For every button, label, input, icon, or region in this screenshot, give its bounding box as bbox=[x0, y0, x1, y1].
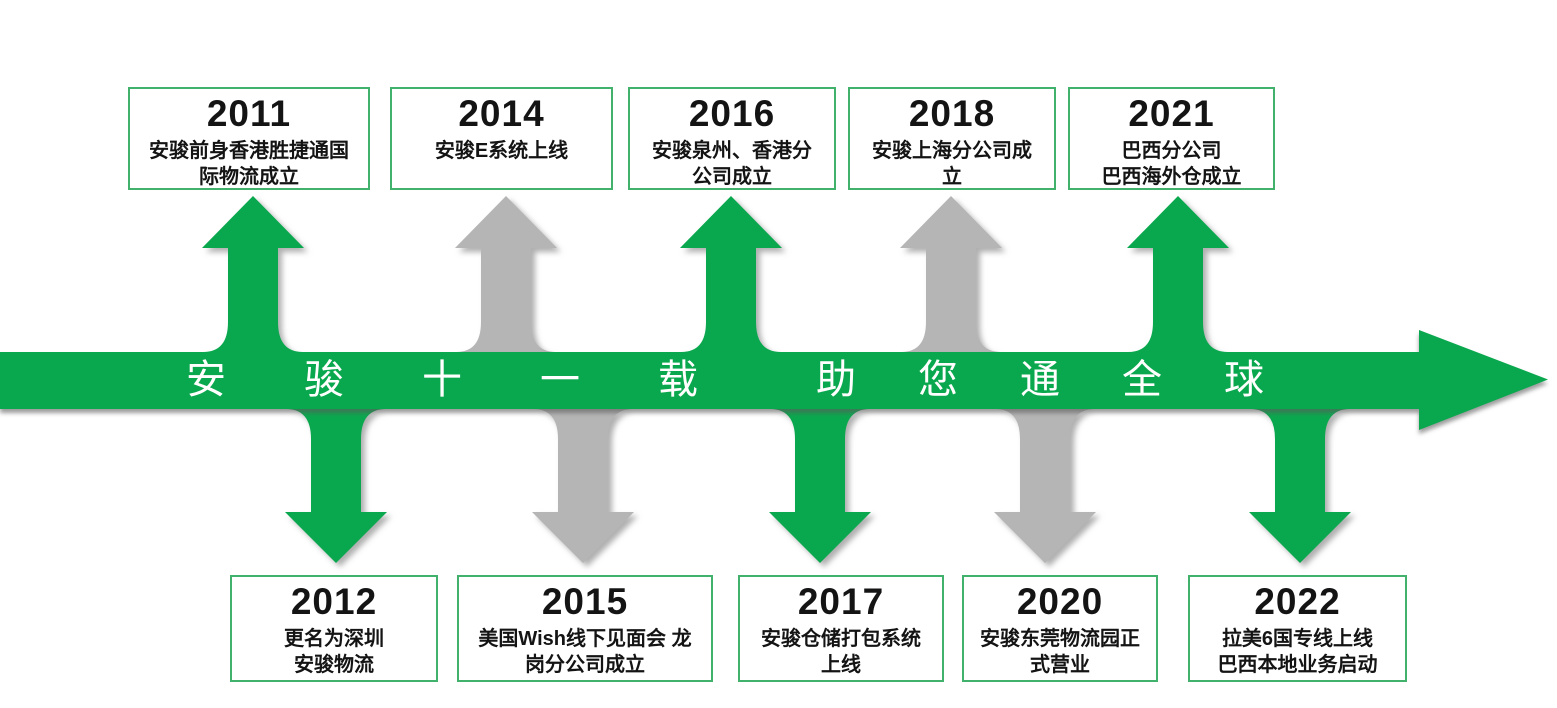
milestone-desc: 安骏上海分公司成 立 bbox=[872, 140, 1032, 188]
bent-arrow-up-2016 bbox=[680, 196, 782, 352]
milestone-year: 2015 bbox=[541, 581, 629, 622]
milestone-year: 2020 bbox=[1016, 581, 1104, 622]
milestone-desc: 巴西分公司 巴西海外仓成立 bbox=[1101, 140, 1242, 188]
bent-arrow-up-2011 bbox=[202, 196, 304, 352]
timeline-arrow-band bbox=[0, 330, 1548, 430]
milestone-desc: 安骏仓储打包系统 上线 bbox=[761, 628, 921, 676]
milestone-desc: 安骏E系统上线 bbox=[434, 140, 569, 162]
milestone-box-2017: 2017 安骏仓储打包系统 上线 bbox=[738, 575, 944, 682]
milestone-desc: 安骏前身香港胜捷通国 际物流成立 bbox=[149, 140, 349, 188]
milestone-desc: 安骏泉州、香港分 公司成立 bbox=[652, 140, 812, 188]
bent-arrow-down-2017 bbox=[769, 409, 871, 563]
bent-arrow-down-2015 bbox=[532, 409, 634, 563]
milestone-box-2018: 2018 安骏上海分公司成 立 bbox=[848, 87, 1056, 190]
milestone-box-2021: 2021 巴西分公司 巴西海外仓成立 bbox=[1068, 87, 1275, 190]
milestone-desc: 美国Wish线下见面会 龙 岗分公司成立 bbox=[478, 628, 692, 676]
bent-arrow-down-2012 bbox=[285, 409, 387, 563]
milestone-desc: 更名为深圳 安骏物流 bbox=[284, 628, 384, 676]
milestone-box-2014: 2014 安骏E系统上线 bbox=[390, 87, 613, 190]
milestone-year: 2016 bbox=[688, 93, 776, 134]
milestone-box-2012: 2012 更名为深圳 安骏物流 bbox=[230, 575, 438, 682]
milestone-box-2015: 2015 美国Wish线下见面会 龙 岗分公司成立 bbox=[457, 575, 713, 682]
milestone-year: 2011 bbox=[206, 93, 292, 134]
milestone-year: 2021 bbox=[1128, 93, 1215, 134]
milestone-box-2020: 2020 安骏东莞物流园正 式营业 bbox=[962, 575, 1158, 682]
bent-arrow-up-2021 bbox=[1127, 196, 1229, 352]
bent-arrow-down-2022 bbox=[1249, 409, 1351, 563]
bent-arrow-up-2018 bbox=[900, 196, 1002, 352]
milestone-arrows bbox=[202, 196, 1351, 563]
bent-arrow-down-2020 bbox=[994, 409, 1096, 563]
milestone-year: 2022 bbox=[1254, 581, 1341, 622]
milestone-box-2022: 2022 拉美6国专线上线 巴西本地业务启动 bbox=[1188, 575, 1407, 682]
milestone-year: 2012 bbox=[290, 581, 378, 622]
milestone-year: 2017 bbox=[797, 581, 885, 622]
milestone-desc: 安骏东莞物流园正 式营业 bbox=[980, 628, 1140, 676]
milestone-box-2011: 2011 安骏前身香港胜捷通国 际物流成立 bbox=[128, 87, 370, 190]
milestone-year: 2018 bbox=[908, 93, 996, 134]
milestone-year: 2014 bbox=[458, 93, 545, 134]
milestone-box-2016: 2016 安骏泉州、香港分 公司成立 bbox=[628, 87, 836, 190]
milestone-desc: 拉美6国专线上线 巴西本地业务启动 bbox=[1217, 628, 1378, 676]
bent-arrow-up-2014 bbox=[455, 196, 557, 352]
